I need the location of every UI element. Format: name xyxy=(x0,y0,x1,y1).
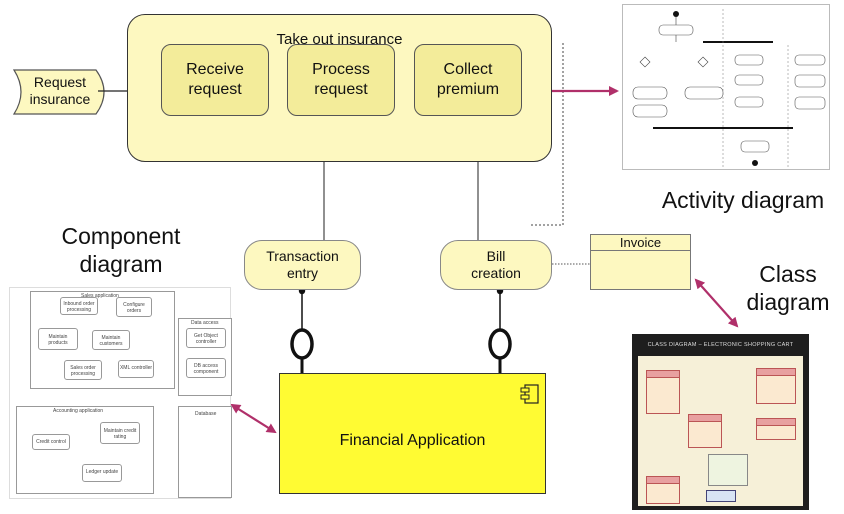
activity-thumbnail-drawing xyxy=(632,9,826,167)
invoice-class: Invoice xyxy=(590,234,691,290)
component-link-arrow xyxy=(230,403,277,434)
invoice-class-name: Invoice xyxy=(591,235,690,251)
class-diagram-caption: Class diagram xyxy=(746,261,830,315)
class-diagram-thumbnail: CLASS DIAGRAM – ELECTRONIC SHOPPING CART xyxy=(632,334,809,510)
activity-diagram-thumbnail xyxy=(622,4,830,170)
transaction-entry-interface: Transaction entry xyxy=(244,240,361,290)
class-thumbnail-title: CLASS DIAGRAM – ELECTRONIC SHOPPING CART xyxy=(647,342,794,348)
component-diagram-caption: Component diagram xyxy=(61,223,181,277)
process-title: Take out insurance xyxy=(276,31,403,48)
component-diagram-thumbnail: Sales application Inbound order processi… xyxy=(9,287,232,499)
step-process-request: Process request xyxy=(287,44,395,116)
financial-application-component: Financial Application xyxy=(279,373,546,494)
socket-transaction xyxy=(290,328,314,360)
request-insurance-label: Request insurance xyxy=(29,74,91,107)
activity-frame xyxy=(530,43,564,226)
socket-bill xyxy=(488,328,512,360)
component-label: Financial Application xyxy=(339,432,486,449)
step-receive-request: Receive request xyxy=(161,44,269,116)
request-insurance-shape xyxy=(12,69,105,115)
activity-diagram-caption: Activity diagram xyxy=(661,187,825,213)
class-link-arrow xyxy=(694,278,739,328)
step-collect-premium: Collect premium xyxy=(414,44,522,116)
bill-creation-interface: Bill creation xyxy=(440,240,552,290)
database-box: Database xyxy=(178,406,232,498)
component-icon xyxy=(520,384,539,404)
